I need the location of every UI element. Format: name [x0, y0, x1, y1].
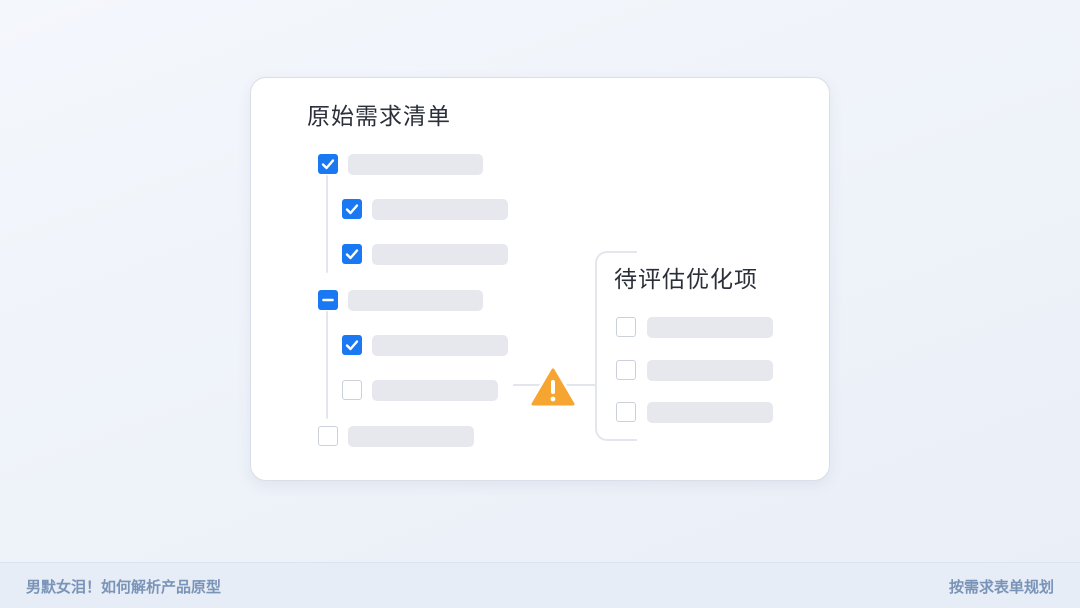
check-icon [345, 340, 359, 351]
placeholder-bar-item-1 [348, 154, 483, 175]
check-icon [345, 249, 359, 260]
placeholder-bar-item-1-1 [372, 199, 508, 220]
original-requirements-title: 原始需求清单 [307, 104, 451, 130]
tree-guide-line-group-1 [326, 175, 328, 273]
placeholder-bar-pending-2 [647, 360, 773, 381]
placeholder-bar-item-3 [348, 426, 474, 447]
checkbox-item-1-2[interactable] [342, 244, 362, 264]
warning-triangle-icon [528, 364, 578, 410]
checkbox-pending-3[interactable] [616, 402, 636, 422]
checkbox-item-1-1[interactable] [342, 199, 362, 219]
checkbox-item-2-1[interactable] [342, 335, 362, 355]
checkbox-pending-1[interactable] [616, 317, 636, 337]
placeholder-bar-pending-1 [647, 317, 773, 338]
check-icon [345, 204, 359, 215]
pending-panel-bracket [595, 251, 637, 441]
checkbox-pending-2[interactable] [616, 360, 636, 380]
requirements-card: 原始需求清单 待评估优化项 [250, 77, 830, 481]
minus-icon [322, 298, 334, 302]
placeholder-bar-item-2-1 [372, 335, 508, 356]
checkbox-item-2[interactable] [318, 290, 338, 310]
placeholder-bar-item-2-2 [372, 380, 498, 401]
footer-bar: 男默女泪！如何解析产品原型 按需求表单规划 [0, 562, 1080, 608]
checkbox-item-2-2[interactable] [342, 380, 362, 400]
footer-left-text: 男默女泪！如何解析产品原型 [26, 578, 222, 596]
tree-guide-line-group-2 [326, 311, 328, 419]
checkbox-item-3[interactable] [318, 426, 338, 446]
placeholder-bar-item-1-2 [372, 244, 508, 265]
footer-right-text: 按需求表单规划 [948, 578, 1054, 596]
check-icon [321, 159, 335, 170]
placeholder-bar-item-2 [348, 290, 483, 311]
pending-optimization-title: 待评估优化项 [614, 267, 758, 293]
checkbox-item-1[interactable] [318, 154, 338, 174]
placeholder-bar-pending-3 [647, 402, 773, 423]
